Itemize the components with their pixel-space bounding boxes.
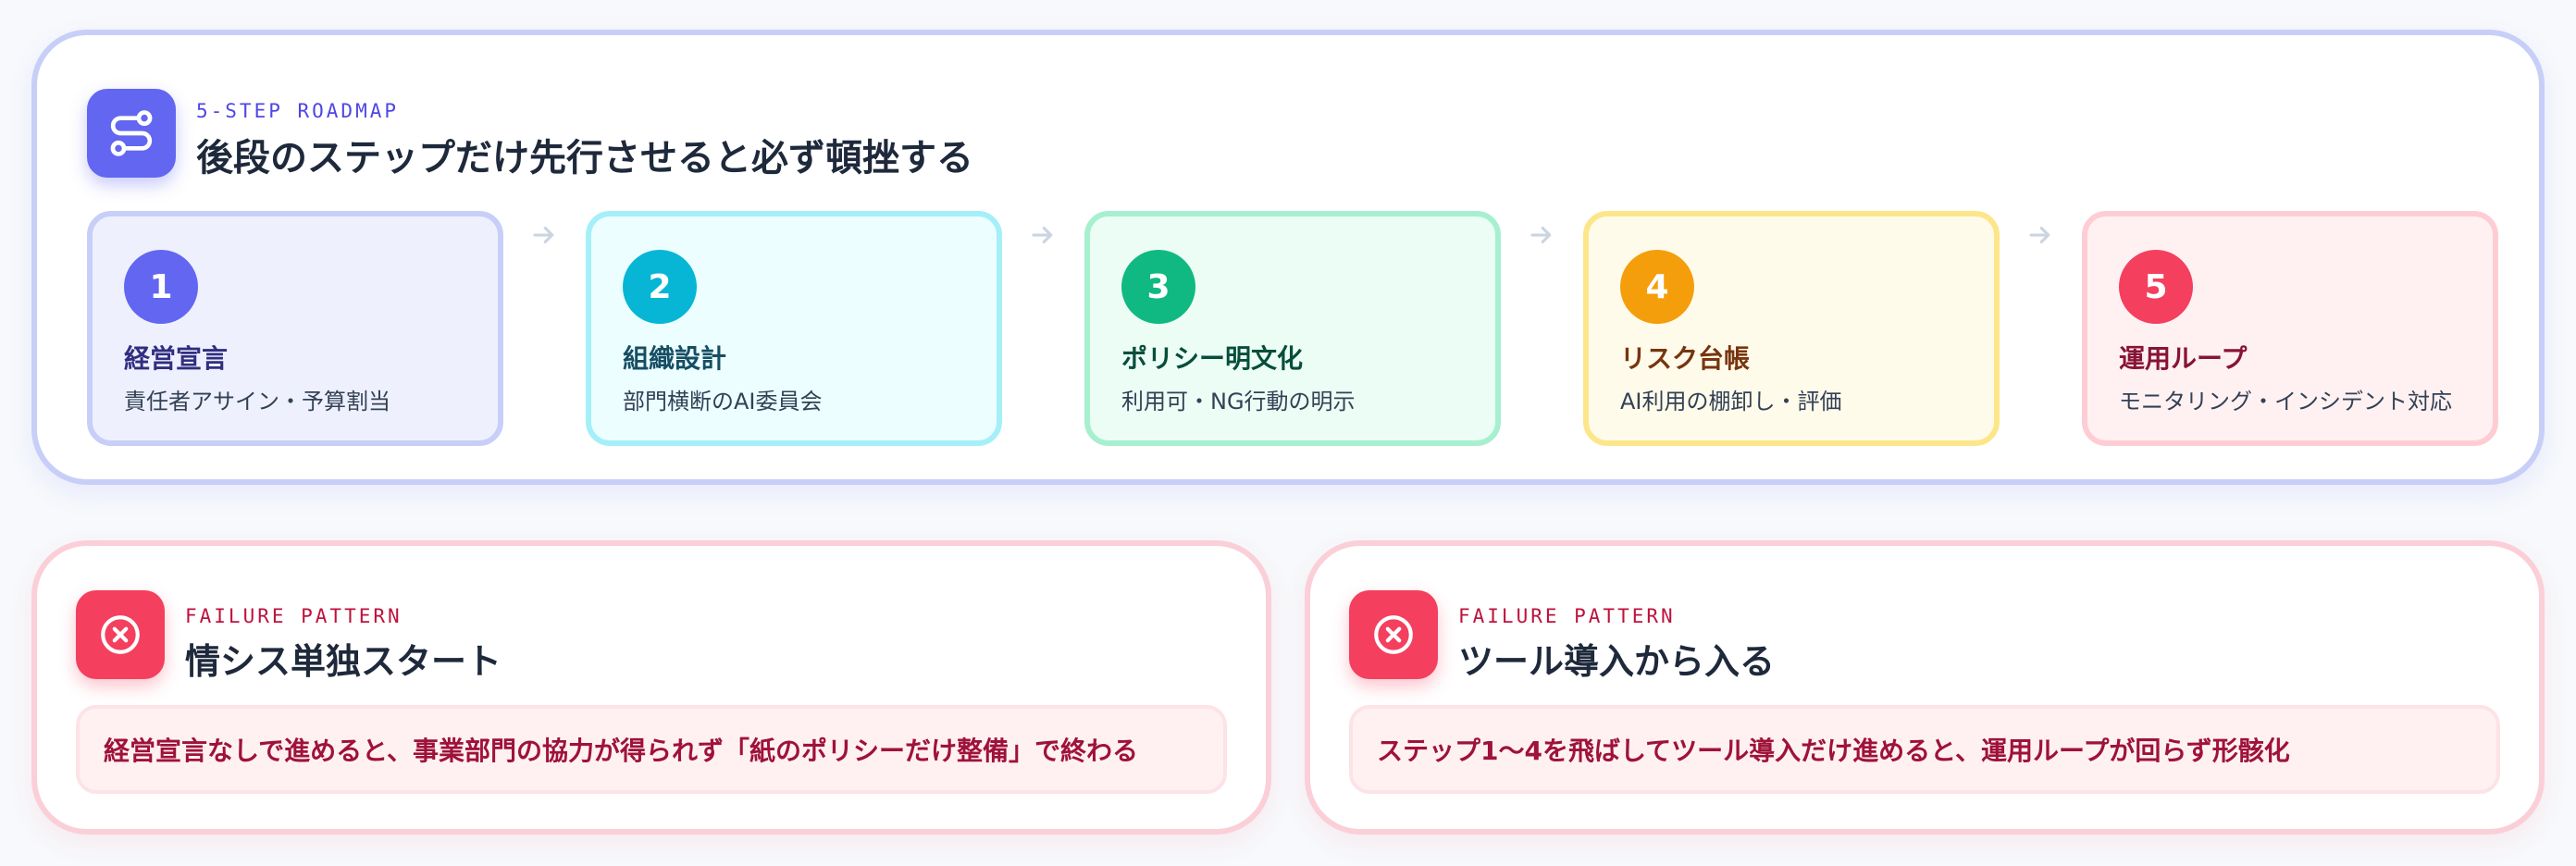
route-icon [87, 89, 176, 178]
step-title: 経営宣言 [124, 343, 229, 374]
failure-title: 情シス単独スタート [185, 641, 502, 682]
roadmap-card: 5-STEP ROADMAP 後段のステップだけ先行させると必ず頓挫する 1 経… [31, 30, 2545, 485]
failure-card-2: FAILURE PATTERN ツール導入から入る ステップ1〜4を飛ばしてツー… [1305, 540, 2545, 835]
step-number-badge: 5 [2119, 250, 2193, 324]
step-description: モニタリング・インシデント対応 [2119, 389, 2452, 414]
step-card-5: 5 運用ループ モニタリング・インシデント対応 [2082, 211, 2498, 446]
arrow-right-icon [1022, 216, 1063, 254]
step-number-badge: 1 [124, 250, 198, 324]
roadmap-title: 後段のステップだけ先行させると必ず頓挫する [196, 137, 973, 179]
step-number-badge: 2 [623, 250, 697, 324]
step-description: 責任者アサイン・予算割当 [124, 389, 390, 414]
step-title: リスク台帳 [1620, 343, 1751, 374]
step-description: 部門横断のAI委員会 [623, 389, 823, 414]
step-card-2: 2 組織設計 部門横断のAI委員会 [586, 211, 1002, 446]
failure-eyebrow: FAILURE PATTERN [1458, 605, 1676, 627]
x-circle-icon [76, 590, 165, 679]
step-title: 組織設計 [623, 343, 727, 374]
step-card-4: 4 リスク台帳 AI利用の棚卸し・評価 [1583, 211, 2000, 446]
step-description: 利用可・NG行動の明示 [1121, 389, 1356, 414]
step-card-3: 3 ポリシー明文化 利用可・NG行動の明示 [1084, 211, 1501, 446]
failure-title: ツール導入から入る [1458, 641, 1776, 682]
step-title: ポリシー明文化 [1121, 343, 1304, 374]
step-number-badge: 4 [1620, 250, 1694, 324]
failure-description: 経営宣言なしで進めると、事業部門の協力が得られず「紙のポリシーだけ整備」で終わる [76, 705, 1227, 794]
arrow-right-icon [524, 216, 564, 254]
failure-card-1: FAILURE PATTERN 情シス単独スタート 経営宣言なしで進めると、事業… [31, 540, 1271, 835]
x-circle-icon [1349, 590, 1438, 679]
step-title: 運用ループ [2119, 343, 2248, 374]
arrow-right-icon [1521, 216, 1562, 254]
roadmap-eyebrow: 5-STEP ROADMAP [196, 100, 400, 122]
step-card-1: 1 経営宣言 責任者アサイン・予算割当 [87, 211, 503, 446]
failure-description: ステップ1〜4を飛ばしてツール導入だけ進めると、運用ループが回らず形骸化 [1349, 705, 2500, 794]
arrow-right-icon [2020, 216, 2061, 254]
step-number-badge: 3 [1121, 250, 1195, 324]
step-description: AI利用の棚卸し・評価 [1620, 389, 1842, 414]
failure-eyebrow: FAILURE PATTERN [185, 605, 402, 627]
